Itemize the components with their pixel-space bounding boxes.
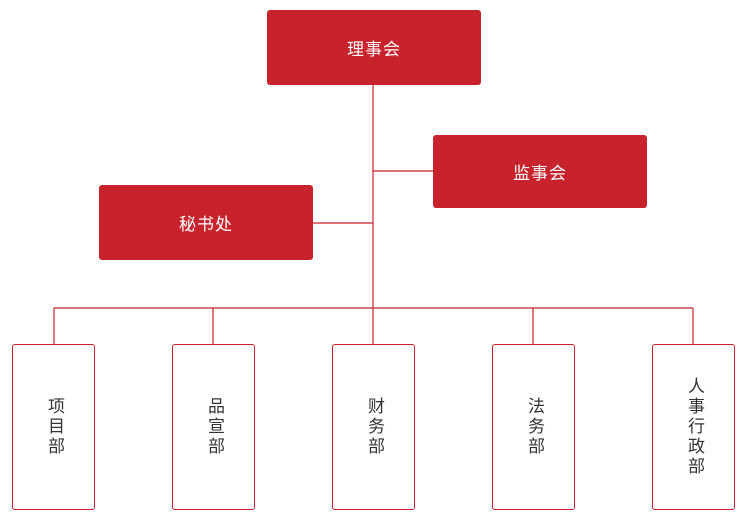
- department-node: 法务部: [492, 344, 575, 510]
- supervisors-node: 监事会: [433, 135, 647, 208]
- department-node: 品宣部: [172, 344, 255, 510]
- secretariat-label: 秘书处: [179, 215, 233, 235]
- secretariat-node: 秘书处: [99, 185, 313, 260]
- department-node: 人事行政部: [652, 344, 735, 510]
- department-label: 人事行政部: [684, 377, 704, 477]
- department-node: 项目部: [12, 344, 95, 510]
- department-label: 项目部: [44, 397, 64, 457]
- department-label: 品宣部: [204, 397, 224, 457]
- department-node: 财务部: [332, 344, 415, 510]
- board-label: 理事会: [347, 40, 401, 60]
- board-node: 理事会: [267, 10, 481, 85]
- department-label: 法务部: [524, 397, 544, 457]
- department-label: 财务部: [364, 397, 384, 457]
- supervisors-label: 监事会: [513, 164, 567, 184]
